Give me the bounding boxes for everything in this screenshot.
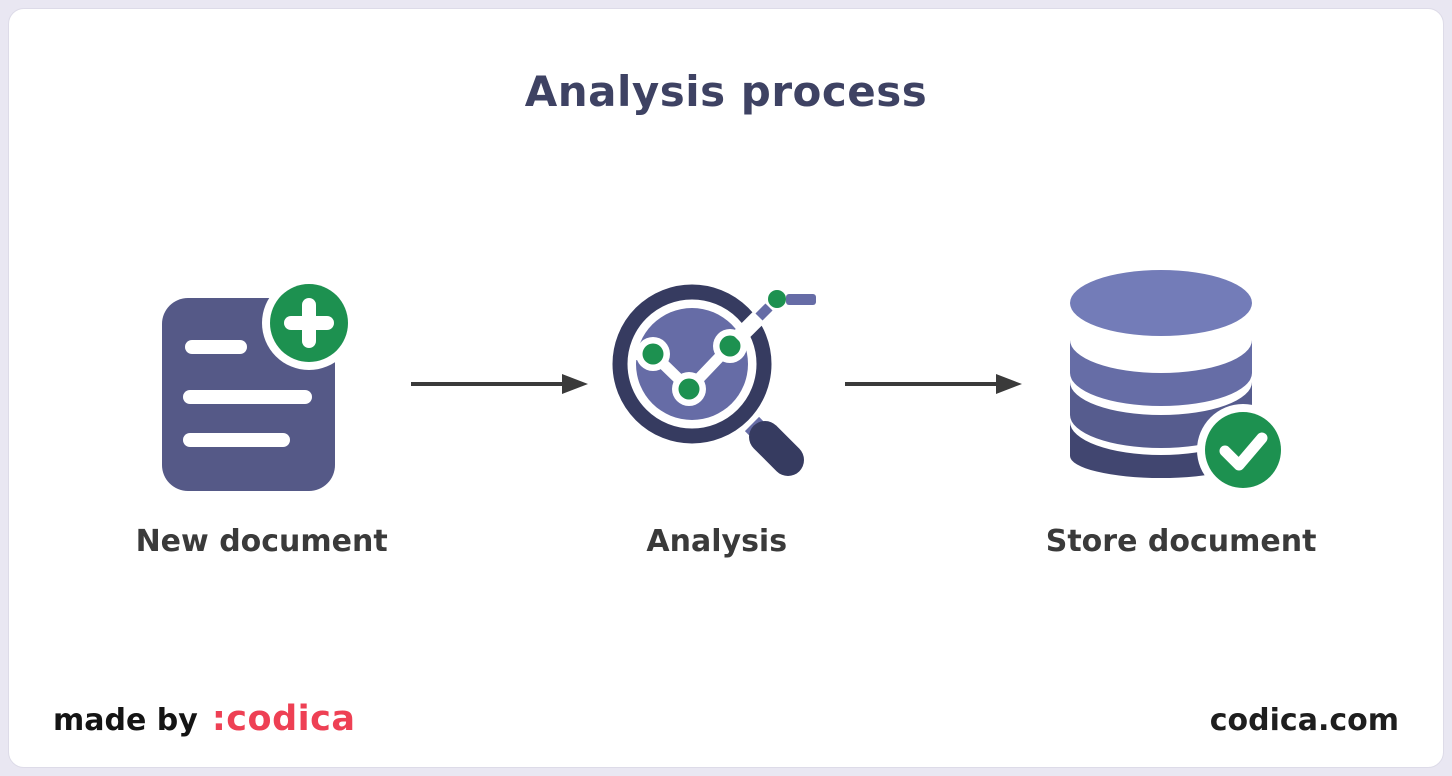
flow-arrow-1 [410,268,590,500]
footer: made by :codica codica.com [9,699,1443,739]
process-flow: New document [9,268,1443,559]
page-title: Analysis process [524,67,928,116]
canvas-card: Analysis process New document [8,8,1444,768]
step-analysis: Analysis [612,268,822,559]
made-by-label: made by [53,703,198,738]
document-plus-icon [161,268,362,500]
step-new-document: New document [136,268,388,559]
arrow-right-icon [844,374,1022,394]
step-store-document: Store document [1045,268,1317,559]
made-by: made by :codica [53,699,356,739]
step-label-analysis: Analysis [646,524,788,559]
codica-logo: :codica [211,699,356,739]
step-label-store-document: Store document [1045,524,1317,559]
database-check-icon [1070,268,1292,500]
step-label-new-document: New document [135,524,388,559]
arrow-right-icon [410,374,588,394]
magnifier-chart-icon [612,268,822,500]
flow-arrow-2 [844,268,1024,500]
website-label: codica.com [1209,703,1399,738]
